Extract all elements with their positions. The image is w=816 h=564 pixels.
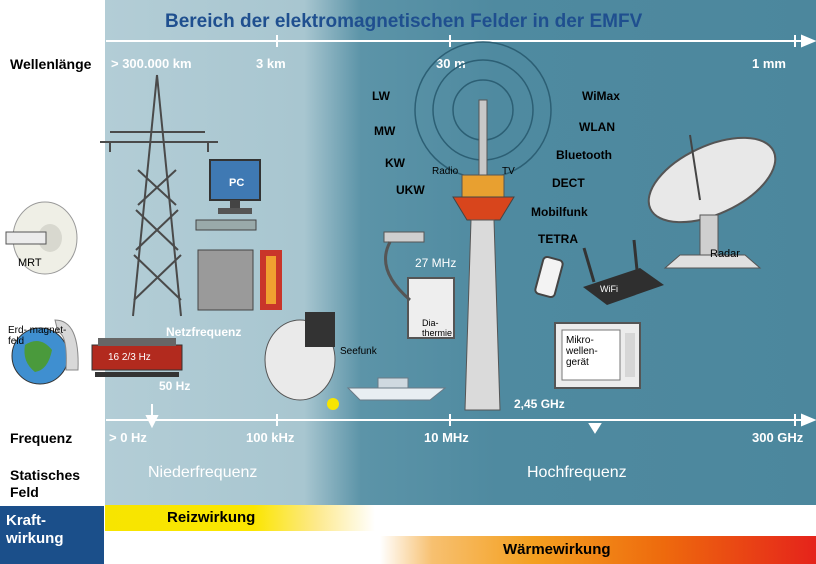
band-lw: LW (372, 89, 390, 103)
force-effect-label: Kraft- wirkung (6, 512, 64, 547)
wireless-wlan: WLAN (579, 120, 615, 134)
welder-icon (264, 312, 339, 410)
wireless-wimax: WiMax (582, 89, 620, 103)
force-effect-box (0, 506, 104, 564)
wireless-tetra: TETRA (538, 232, 578, 246)
wireless-dect: DECT (552, 176, 585, 190)
wireless-bluetooth: Bluetooth (556, 148, 612, 162)
earth-magnet-icon (11, 319, 79, 385)
microwave-oven-icon (554, 322, 641, 389)
band-kw: KW (385, 156, 405, 170)
wavelength-tick-label-0: > 300.000 km (111, 56, 192, 71)
microwave-label: Mikro- wellen- gerät (566, 335, 598, 368)
radar-label: Radar (710, 248, 740, 260)
pc-label: PC (229, 177, 245, 189)
high-frequency-band: Hochfrequenz (527, 464, 627, 481)
wavelength-tick-label-1: 3 km (256, 56, 286, 71)
band-mw: MW (374, 124, 396, 138)
microwave-marker-arrow (588, 423, 602, 434)
power-pylon-icon (100, 74, 218, 317)
wireless-mobilfunk: Mobilfunk (531, 205, 588, 219)
wavelength-tick-label-3: 1 mm (752, 56, 786, 71)
radio-tower-icon (414, 41, 552, 411)
wifi-router-icon (582, 239, 664, 305)
frequency-tick-label-2: 10 MHz (424, 430, 469, 445)
radar-dish-icon (647, 134, 777, 269)
grid-freq-marker-arrow (145, 415, 159, 429)
radio-label: Radio (432, 166, 459, 177)
smartphone-icon (534, 255, 564, 299)
boat-icon (346, 377, 447, 401)
grid-hz-label: 50 Hz (159, 379, 191, 393)
frequency-label: Frequenz (10, 430, 73, 446)
frequency-tick-label-1: 100 kHz (246, 430, 295, 445)
marine-radio-label: Seefunk (340, 346, 377, 357)
induction-heater-icon (197, 249, 282, 311)
frequency-axis-arrow (801, 413, 816, 427)
mrt-label: MRT (18, 257, 42, 269)
heating-effect-label: Wärmewirkung (503, 541, 611, 558)
low-frequency-band: Niederfrequenz (148, 464, 258, 481)
static-field-label: Statisches Feld (10, 467, 81, 500)
stimulation-effect-bar (105, 505, 375, 531)
diathermy-frequency-label: 27 MHz (415, 256, 457, 270)
earth-magnet-label: Erd- magnet- feld (8, 325, 67, 347)
train-frequency-label: 16 2/3 Hz (108, 352, 151, 363)
wifi-label: WiFi (600, 284, 618, 294)
diagram-title: Bereich der elektromagnetischen Felder i… (165, 11, 643, 32)
frequency-tick-label-3: 300 GHz (752, 430, 804, 445)
diathermy-device-icon (383, 231, 455, 339)
diathermy-label: Dia- thermie (422, 318, 453, 338)
wavelength-label: Wellenlänge (10, 56, 92, 72)
stimulation-effect-label: Reizwirkung (167, 509, 256, 526)
tv-label: TV (502, 166, 515, 177)
grid-frequency-label: Netzfrequenz (166, 325, 242, 339)
wavelength-axis-arrow (801, 34, 816, 48)
microwave-frequency-label: 2,45 GHz (514, 397, 565, 411)
pc-icon (195, 159, 261, 231)
mrt-scanner-icon (5, 201, 78, 275)
band-ukw: UKW (396, 183, 425, 197)
locomotive-icon (91, 338, 183, 377)
frequency-tick-label-0: > 0 Hz (109, 430, 147, 445)
heating-effect-bar (380, 536, 816, 564)
